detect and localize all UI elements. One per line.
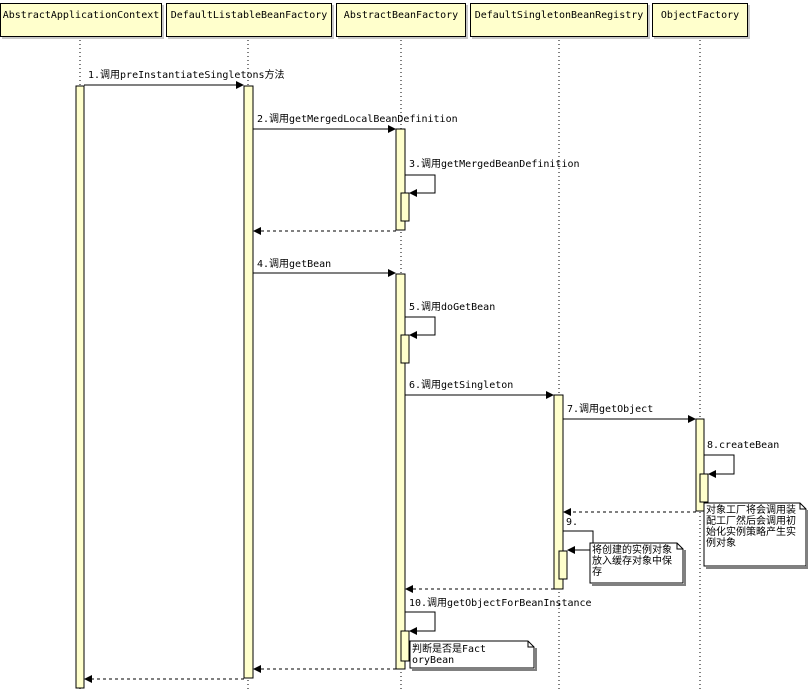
lifeline-abstract-application-context: AbstractApplicationContext (0, 3, 162, 37)
activation-singleton-registry (553, 394, 564, 590)
note-singleton-text: 将创建的实例对象放入缓存对象中保存 (592, 545, 672, 578)
lifeline-default-singleton-bean-registry: DefaultSingletonBeanRegistry (470, 3, 648, 37)
note-factorybean-shadow (412, 648, 537, 671)
activation-object-factory (695, 418, 705, 512)
msg-9-arrow (563, 530, 594, 554)
activation-bean-factory-1-nested (400, 192, 410, 222)
msg-7-label: 7.调用getObject (567, 404, 654, 415)
msg-8-arrow (704, 454, 735, 478)
note-singleton-fold (676, 543, 683, 550)
activation-bean-factory-1 (395, 128, 406, 231)
msg-8-label: 8.createBean (707, 440, 780, 451)
note-object-factory-shadow (706, 510, 808, 569)
msg-3-arrow (405, 174, 436, 197)
lifeline-object-factory: ObjectFactory (652, 3, 748, 37)
msg-2-label: 2.调用getMergedLocalBeanDefinition (257, 114, 458, 125)
msg-5-arrow (405, 316, 436, 339)
activation-singleton-registry-nested (558, 550, 568, 580)
note-factorybean-box (409, 640, 535, 669)
msg-10-label: 10.调用getObjectForBeanInstance (409, 598, 592, 609)
activation-bean-factory-2-nested-a (400, 334, 410, 364)
note-object-factory-fold (799, 503, 806, 510)
activation-context (75, 85, 85, 689)
note-singleton-box (589, 542, 684, 584)
activation-bean-factory-2 (395, 273, 406, 670)
activation-object-factory-nested (699, 473, 709, 503)
msg-10-arrow (405, 611, 436, 635)
activation-listable (243, 85, 254, 679)
activation-bean-factory-2-nested-b (400, 630, 410, 662)
lifeline-abstract-bean-factory: AbstractBeanFactory (336, 3, 466, 37)
msg-3-label: 3.调用getMergedBeanDefinition (409, 159, 580, 170)
msg-9-label: 9. (566, 517, 579, 528)
note-singleton-shadow (592, 550, 686, 586)
msg-4-label: 4.调用getBean (257, 259, 332, 270)
lifeline-default-listable-bean-factory: DefaultListableBeanFactory (166, 3, 332, 37)
note-factorybean-fold (527, 641, 534, 648)
msg-5-label: 5.调用doGetBean (409, 302, 496, 313)
note-factorybean-text: 判断是否是FactoryBean (412, 644, 487, 666)
note-object-factory-text: 对象工厂将会调用装配工厂然后会调用初始化实例策略产生实例对象 (706, 505, 796, 549)
msg-1-label: 1.调用preInstantiateSingletons方法 (88, 70, 285, 81)
msg-6-label: 6.调用getSingleton (409, 380, 514, 391)
